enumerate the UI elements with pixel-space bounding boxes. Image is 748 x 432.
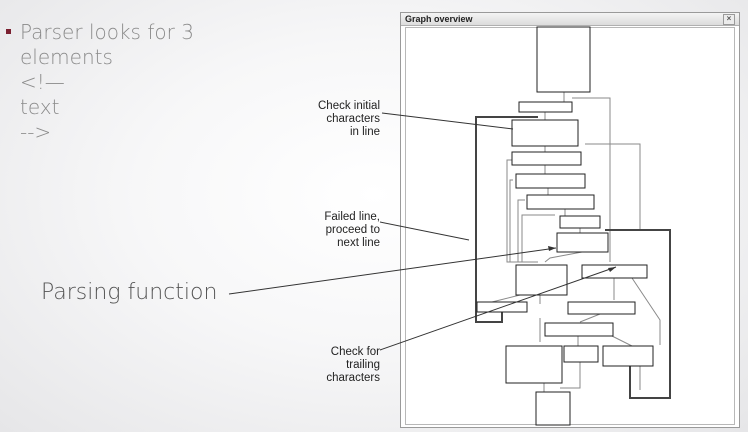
callout-check-initial: Check initial characters in line: [290, 100, 380, 139]
graph-node: [559, 215, 601, 229]
pointer-line: [381, 112, 514, 130]
graph-node: [515, 173, 586, 189]
parsing-function-label: Parsing function: [41, 280, 218, 305]
window-title: Graph overview: [405, 14, 473, 24]
graph-node: [535, 391, 571, 426]
graph-nodes: [476, 26, 654, 426]
graph-edge: [491, 294, 521, 303]
callout-line: proceed to: [325, 224, 380, 236]
graph-node: [515, 264, 568, 296]
graph-edge: [509, 179, 513, 262]
callout-line: Check initial: [318, 100, 380, 112]
graph-node: [518, 101, 573, 113]
callout-line: trailing: [346, 359, 380, 371]
graph-node: [505, 345, 563, 384]
graph-edge: [579, 313, 601, 323]
close-icon[interactable]: ×: [723, 14, 735, 25]
callout-line: characters: [326, 113, 380, 125]
arrowhead: [548, 246, 556, 251]
graph-node: [556, 232, 609, 253]
graph-node: [581, 264, 648, 279]
pointer-line: [379, 266, 617, 351]
bullet-text: Parser looks for 3 elements <!— text -->: [20, 20, 194, 145]
bullet-line: text: [20, 95, 60, 119]
graph-node: [526, 194, 595, 210]
callout-line: characters: [326, 372, 380, 384]
graph-edge: [611, 335, 633, 347]
pointer-line: [379, 221, 470, 241]
graph-edge: [517, 199, 525, 262]
arrowhead: [608, 267, 616, 272]
callout-pointers: [228, 112, 617, 351]
graph-node: [511, 151, 582, 166]
bullet-list: Parser looks for 3 elements <!— text -->: [6, 20, 194, 145]
bullet-line: <!—: [20, 70, 65, 94]
graph-node: [544, 322, 614, 337]
graph-node: [536, 26, 591, 93]
bullet-marker: [6, 29, 11, 34]
bullet-line: Parser looks for 3: [20, 20, 194, 44]
graph-edge: [544, 251, 583, 263]
graph-edge: [572, 97, 611, 262]
pointer-arrowheads: [548, 246, 616, 272]
graph-edge: [631, 277, 661, 345]
callout-line: next line: [337, 237, 380, 249]
graph-node: [563, 345, 599, 363]
callout-check-trailing: Check for trailing characters: [290, 346, 380, 385]
callout-line: in line: [349, 126, 380, 138]
pointer-line: [228, 247, 557, 295]
graph-node: [567, 301, 636, 315]
graph-back-edges: [475, 116, 671, 399]
graph-edge: [521, 214, 555, 262]
graph-edges: [491, 92, 661, 392]
bullet-line: -->: [20, 120, 52, 144]
callout-failed-line: Failed line, proceed to next line: [290, 211, 380, 250]
window-titlebar: Graph overview ×: [401, 13, 739, 26]
graph-edge: [560, 362, 581, 389]
callout-line: Failed line,: [324, 211, 380, 223]
callout-line: Check for: [330, 346, 380, 358]
graph-back-edge: [475, 116, 538, 323]
graph-node: [511, 119, 579, 147]
graph-node: [602, 345, 654, 367]
graph-back-edge: [605, 229, 671, 399]
bullet-line: elements: [20, 45, 113, 69]
